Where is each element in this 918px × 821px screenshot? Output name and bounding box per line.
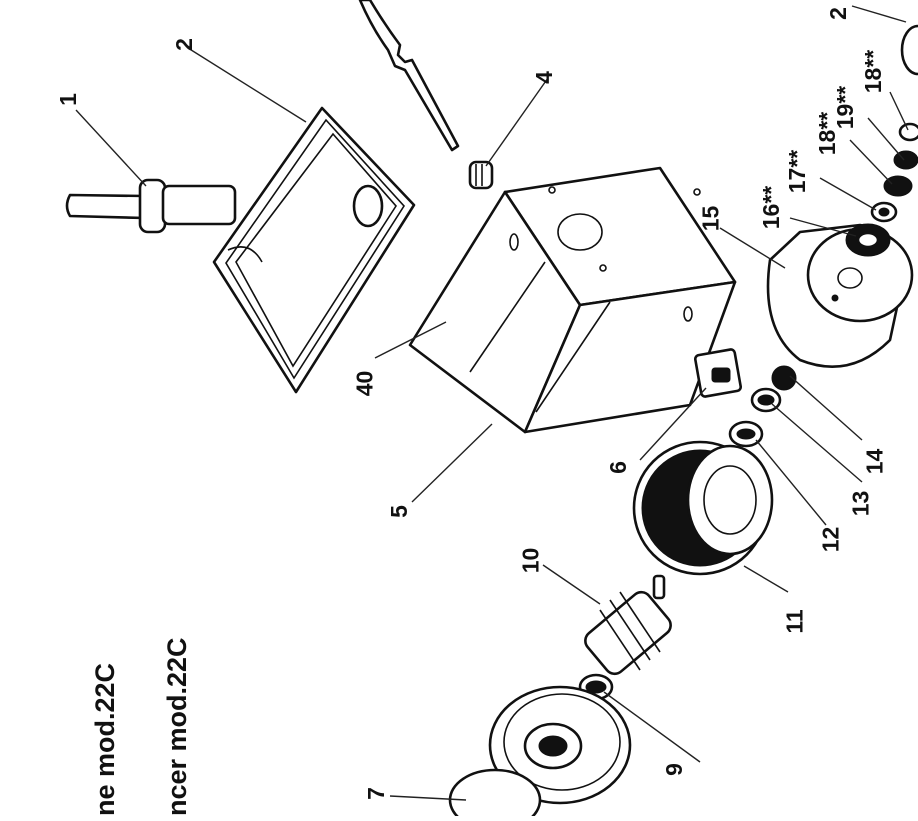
label-part-1: 1: [54, 93, 81, 106]
label-part-9: 9: [660, 763, 687, 776]
label-part-4: 4: [530, 71, 557, 84]
label-part-5: 5: [385, 505, 412, 518]
label-part-2-top: 2: [824, 7, 851, 20]
part-15-gearbox: [766, 223, 914, 368]
part-11-stator: [632, 440, 774, 576]
label-part-2: 2: [170, 38, 197, 51]
part-5-housing: [408, 166, 737, 434]
label-part-12: 12: [817, 526, 844, 553]
label-part-14: 14: [861, 448, 888, 475]
label-part-40: 40: [351, 370, 378, 397]
parts-16-19-bearings: [845, 24, 918, 257]
part-10-rotor: [584, 574, 672, 676]
diagram-title-line-2: ncer mod.22C: [162, 637, 192, 816]
label-part-19: 19**: [832, 85, 859, 130]
label-part-17: 17**: [784, 149, 811, 194]
label-part-11: 11: [781, 609, 808, 634]
part-1-nozzle: [65, 178, 237, 234]
leader-lines: [75, 5, 909, 801]
label-part-10: 10: [517, 547, 544, 574]
label-part-6: 6: [604, 461, 631, 474]
label-part-15: 15: [697, 205, 724, 232]
diagram-title-line-1: ne mod.22C: [90, 662, 120, 816]
cable: [358, 0, 460, 152]
part-7-endplate: [448, 685, 632, 821]
label-part-7: 7: [362, 787, 389, 800]
part-12-ring: [728, 420, 764, 448]
part-4-gland: [468, 160, 494, 190]
label-part-13: 13: [847, 490, 874, 517]
part-2-cover: [212, 106, 416, 394]
label-part-16: 16**: [758, 185, 785, 230]
part-6-connector: [693, 348, 743, 398]
label-part-18b: 18**: [860, 49, 887, 94]
part-14-gear: [771, 365, 797, 391]
